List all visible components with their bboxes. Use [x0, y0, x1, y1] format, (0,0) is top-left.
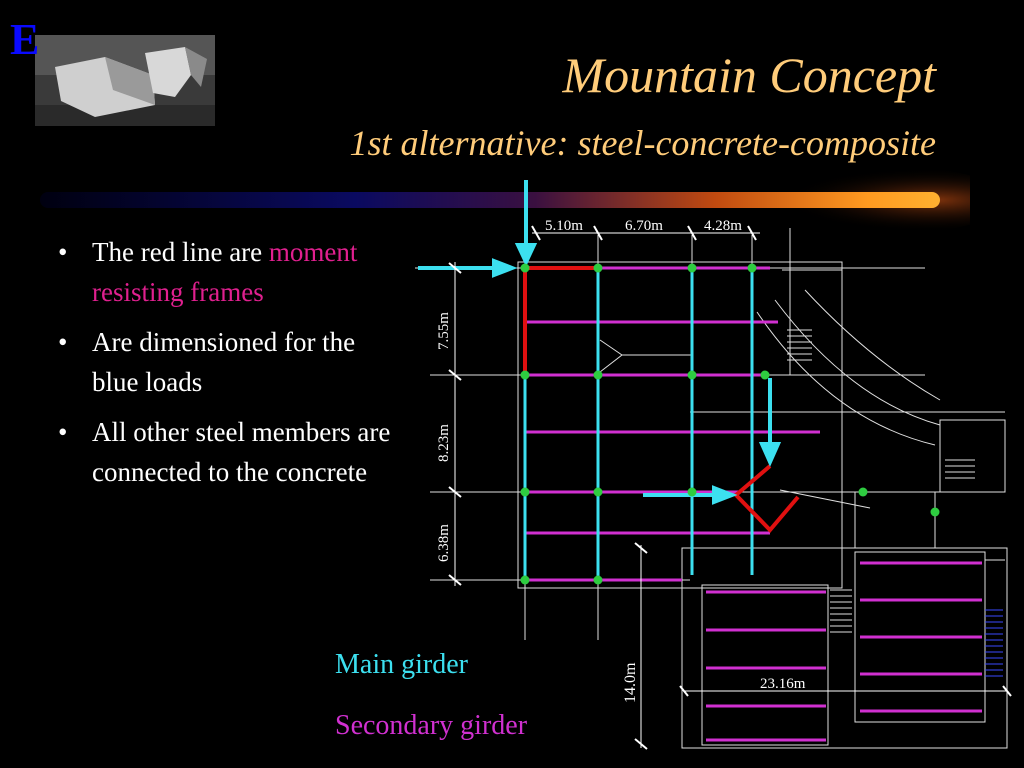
bullet-item: All other steel members are connected to…	[52, 412, 392, 492]
bullet-text: All other steel members are connected to…	[92, 417, 391, 487]
dim-lower-width: 23.16m	[760, 676, 806, 692]
dim-lower-left: 14.0m	[622, 662, 639, 703]
dimension-ticks	[448, 225, 1012, 750]
dim-top-1: 5.10m	[545, 218, 583, 234]
secondary-girders	[525, 266, 982, 742]
stair-hatch-blue	[985, 609, 1003, 677]
bullet-item: The red line are moment resisting frames	[52, 232, 392, 312]
plan-outline	[415, 228, 1008, 749]
bullet-item: Are dimensioned for the blue loads	[52, 322, 392, 402]
dim-left-2: 8.23m	[436, 424, 452, 462]
bullet-text: The red line are	[92, 237, 263, 267]
dimension-lines	[454, 232, 1008, 748]
stair-hatch	[787, 329, 975, 633]
bullet-highlight: moment resisting frames	[92, 237, 358, 307]
slide-subtitle: 1st alternative: steel-concrete-composit…	[349, 123, 936, 163]
column-nodes	[520, 263, 940, 585]
bullet-list: The red line are moment resisting frames…	[52, 232, 392, 502]
dim-left-1: 7.55m	[436, 312, 452, 350]
load-arrows	[418, 180, 782, 505]
dim-top-3: 4.28m	[704, 218, 742, 234]
bullet-text: Are dimensioned for the blue loads	[92, 327, 356, 397]
dim-left-3: 6.38m	[436, 524, 452, 562]
title-underline-bar	[40, 160, 970, 230]
legend-secondary-girder: Secondary girder	[335, 710, 528, 741]
logo-letter: E	[10, 15, 40, 64]
dim-top-2: 6.70m	[625, 218, 663, 234]
legend-main-girder: Main girder	[335, 649, 468, 680]
model-photo	[35, 35, 215, 126]
slide-title: Mountain Concept	[562, 47, 936, 103]
